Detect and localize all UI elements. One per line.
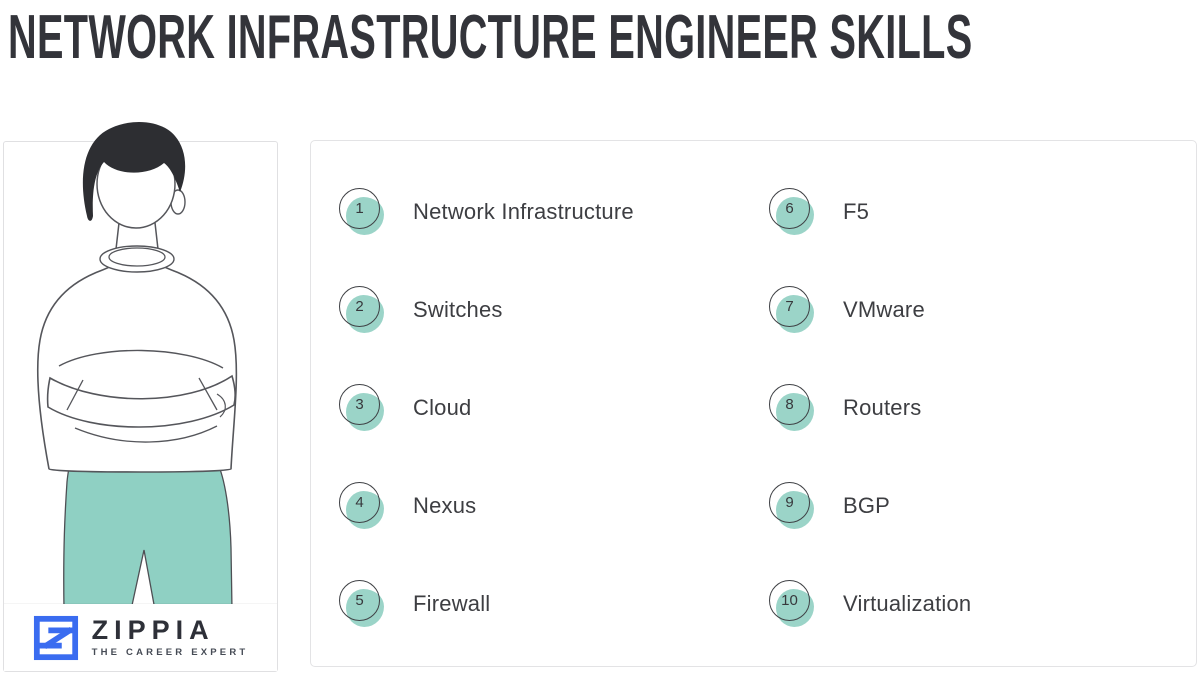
skill-item-9: 9 BGP [769, 482, 971, 530]
skill-number: 9 [769, 482, 810, 523]
skill-number-badge: 2 [339, 286, 386, 334]
skills-column-2: 6 F5 7 VMware 8 Routers 9 BGP [769, 188, 971, 628]
skill-number-badge: 10 [769, 580, 816, 628]
skill-number-badge: 6 [769, 188, 816, 236]
brand-text-block: ZIPPIA THE CAREER EXPERT [92, 617, 249, 658]
skill-number: 7 [769, 286, 810, 327]
skill-label: VMware [843, 297, 925, 322]
skill-number-badge: 7 [769, 286, 816, 334]
skill-number-badge: 3 [339, 384, 386, 432]
skill-number-badge: 5 [339, 580, 386, 628]
skill-label: Routers [843, 395, 922, 420]
skill-label: BGP [843, 493, 891, 518]
skill-number-badge: 8 [769, 384, 816, 432]
skill-item-2: 2 Switches [339, 286, 634, 334]
skill-label: F5 [843, 199, 870, 224]
skill-item-5: 5 Firewall [339, 580, 634, 628]
skill-label: Network Infrastructure [413, 199, 634, 224]
person-panel: ZIPPIA THE CAREER EXPERT [3, 121, 278, 672]
skill-item-3: 3 Cloud [339, 384, 634, 432]
skill-label: Nexus [413, 493, 477, 518]
skill-number-badge: 4 [339, 482, 386, 530]
skill-label: Virtualization [843, 591, 972, 616]
skill-item-1: 1 Network Infrastructure [339, 188, 634, 236]
skill-label: Switches [413, 297, 503, 322]
skill-number: 5 [339, 580, 380, 621]
skill-number: 2 [339, 286, 380, 327]
skill-number: 4 [339, 482, 380, 523]
skill-number: 1 [339, 188, 380, 229]
skill-label: Firewall [413, 591, 491, 616]
skill-number: 6 [769, 188, 810, 229]
skill-number: 8 [769, 384, 810, 425]
skill-label: Cloud [413, 395, 472, 420]
brand-footer: ZIPPIA THE CAREER EXPERT [4, 604, 277, 671]
skill-number-badge: 9 [769, 482, 816, 530]
skill-item-6: 6 F5 [769, 188, 971, 236]
brand-name: ZIPPIA [91, 615, 215, 646]
brand-tagline: THE CAREER EXPERT [91, 647, 249, 659]
page-title: NETWORK INFRASTRUCTURE ENGINEER SKILLS [8, 3, 973, 72]
skill-item-7: 7 VMware [769, 286, 971, 334]
skill-number: 3 [339, 384, 380, 425]
skill-number: 10 [769, 580, 810, 621]
skills-column-1: 1 Network Infrastructure 2 Switches 3 Cl… [339, 188, 634, 628]
skill-item-4: 4 Nexus [339, 482, 634, 530]
skills-card: 1 Network Infrastructure 2 Switches 3 Cl… [310, 140, 1197, 667]
man-arms-crossed-illustration [36, 121, 238, 611]
skill-number-badge: 1 [339, 188, 386, 236]
skill-item-10: 10 Virtualization [769, 580, 971, 628]
zippia-logo-icon [33, 615, 78, 660]
skill-item-8: 8 Routers [769, 384, 971, 432]
